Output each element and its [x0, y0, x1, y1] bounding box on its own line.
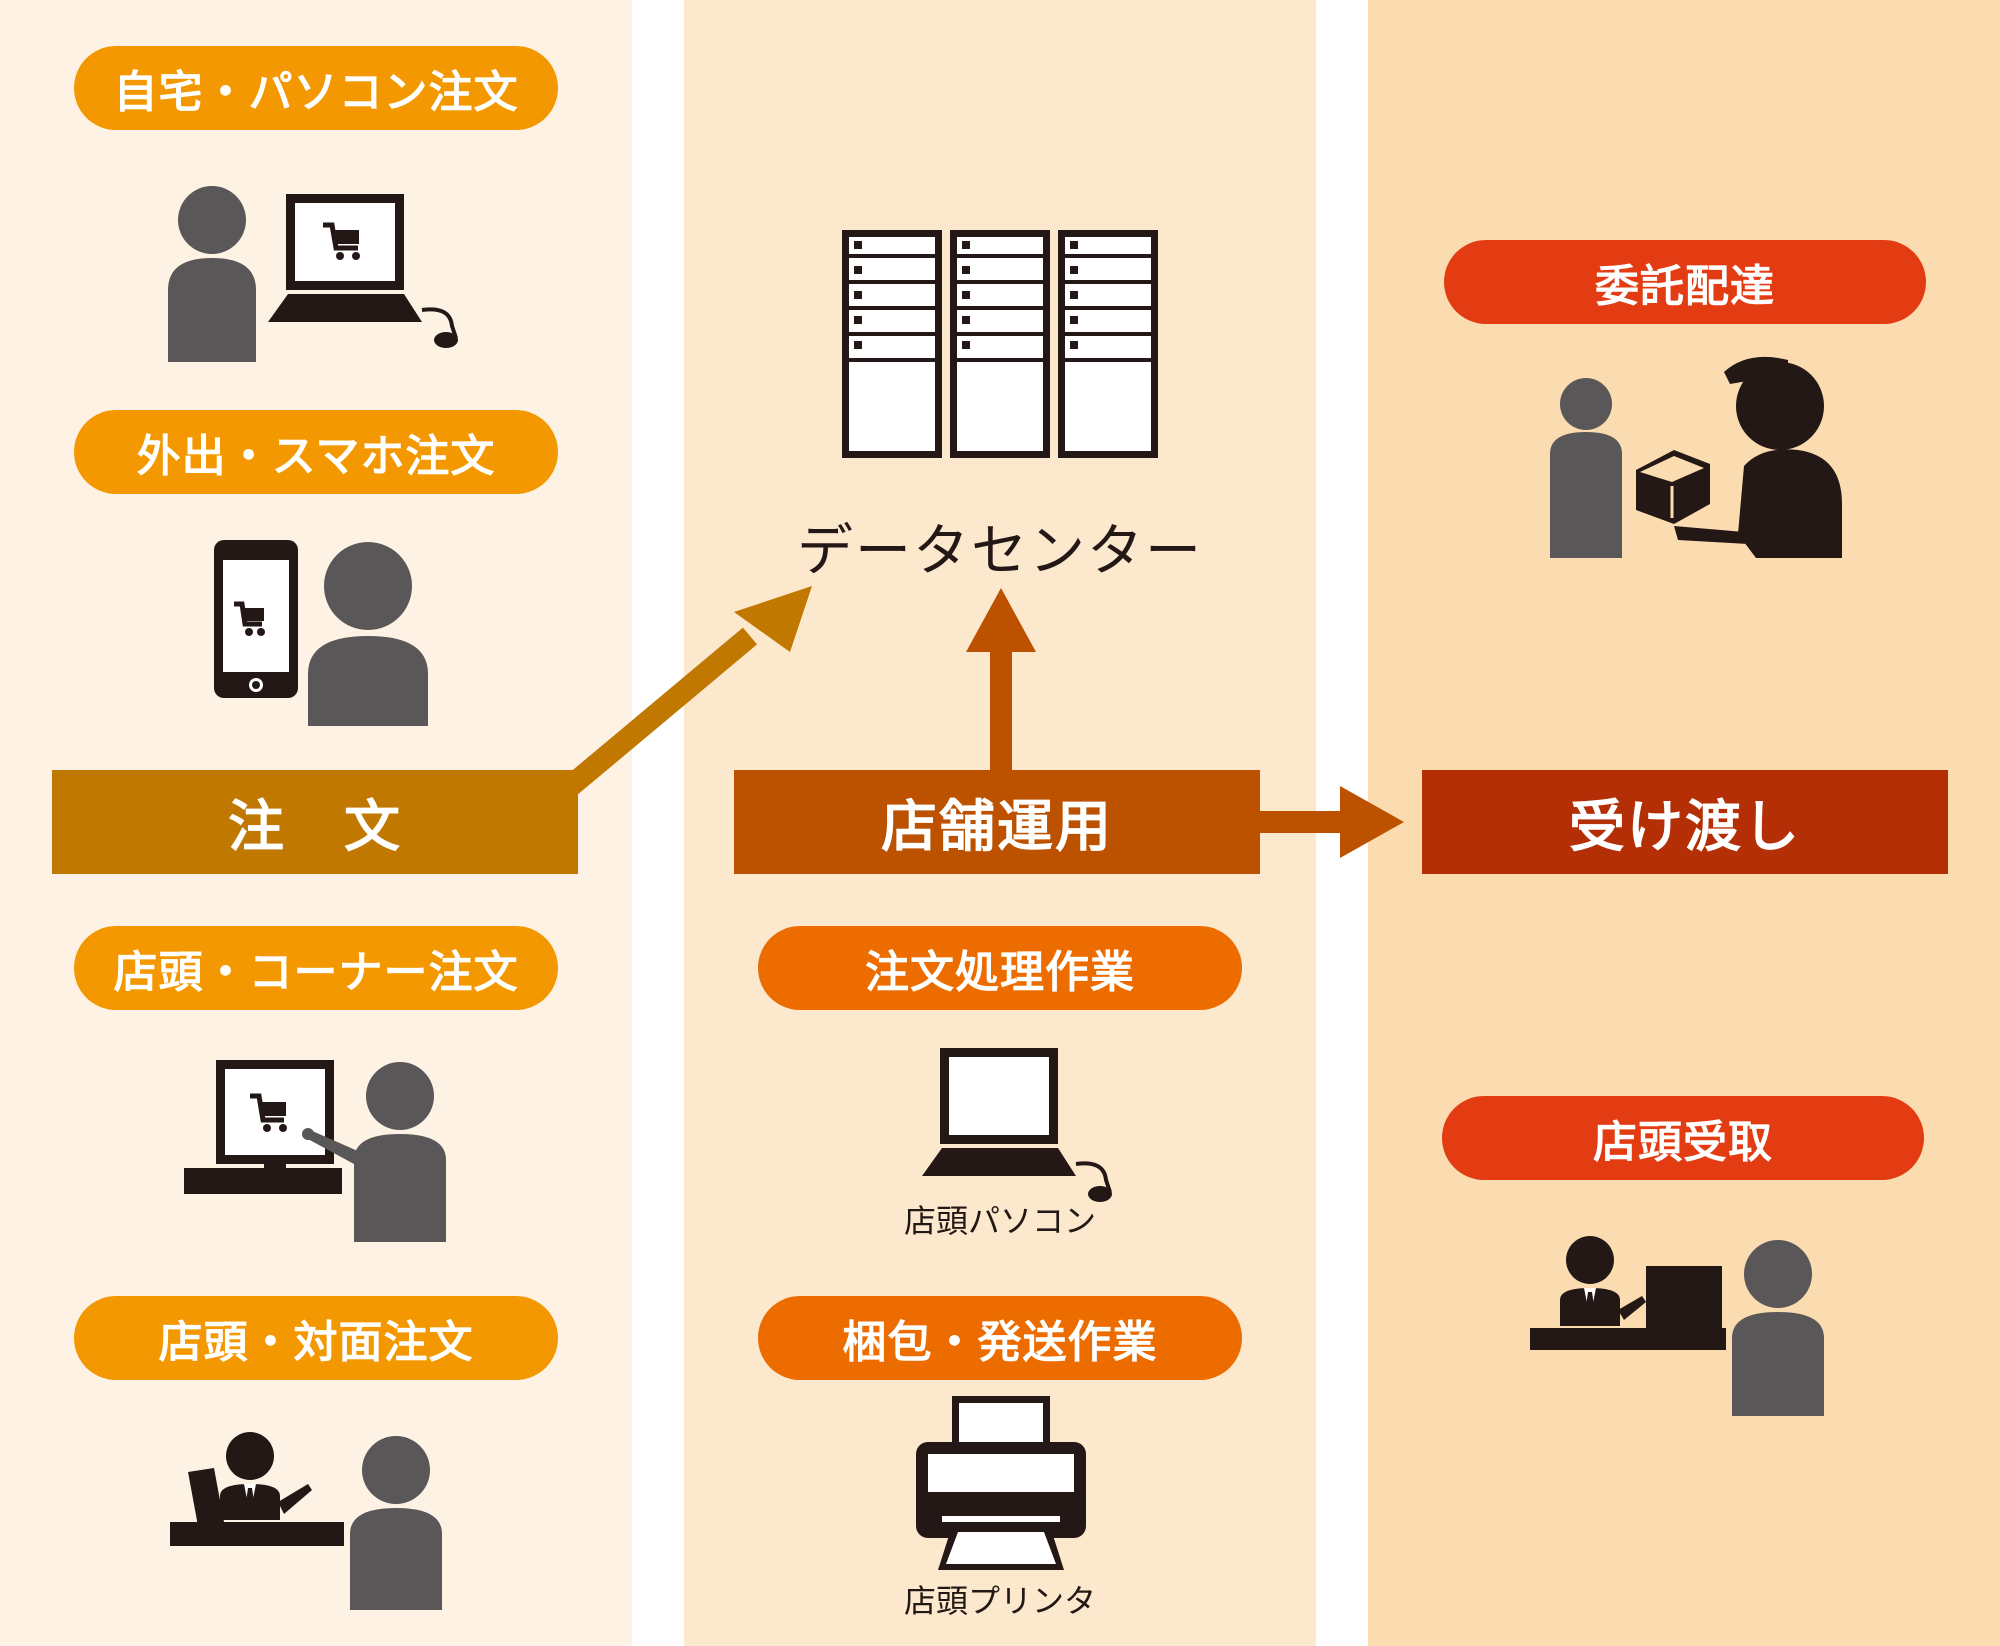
- kiosk-touch-icon: [184, 1060, 446, 1242]
- store-operation-bar: 店舗運用: [734, 770, 1260, 874]
- printer-icon: [916, 1396, 1086, 1570]
- pill-store-corner-order: 店頭・コーナー注文: [74, 926, 558, 1010]
- pill-store-face-order: 店頭・対面注文: [74, 1296, 558, 1380]
- laptop-icon: [922, 1048, 1112, 1202]
- pill-consigned-delivery: 委託配達: [1444, 240, 1926, 324]
- pill-home-pc-order: 自宅・パソコン注文: [74, 46, 558, 130]
- server-rack-icon: [842, 230, 1158, 458]
- counter-staff-icon: [170, 1432, 442, 1610]
- person-with-laptop-icon: [168, 186, 458, 362]
- order-bar: 注 文: [52, 770, 578, 874]
- pill-mobile-order: 外出・スマホ注文: [74, 410, 558, 494]
- handover-bar: 受け渡し: [1422, 770, 1948, 874]
- pill-packing-shipping: 梱包・発送作業: [758, 1296, 1242, 1380]
- smartphone-with-person-icon: [214, 540, 428, 726]
- pill-store-pickup: 店頭受取: [1442, 1096, 1924, 1180]
- caption-store-printer: 店頭プリンタ: [903, 1582, 1096, 1620]
- server-unit: [1058, 230, 1158, 458]
- arrow-order-to-datacenter: [558, 586, 812, 799]
- delivery-person-icon: [1550, 356, 1842, 558]
- arrow-store-to-datacenter: [966, 588, 1036, 772]
- counter-pickup-icon: [1530, 1236, 1824, 1416]
- caption-store-pc: 店頭パソコン: [903, 1202, 1096, 1240]
- arrow-store-to-handover: [1258, 786, 1404, 858]
- server-unit: [950, 230, 1050, 458]
- server-unit: [842, 230, 942, 458]
- pill-order-processing: 注文処理作業: [758, 926, 1242, 1010]
- data-center-label: データセンター: [797, 519, 1203, 584]
